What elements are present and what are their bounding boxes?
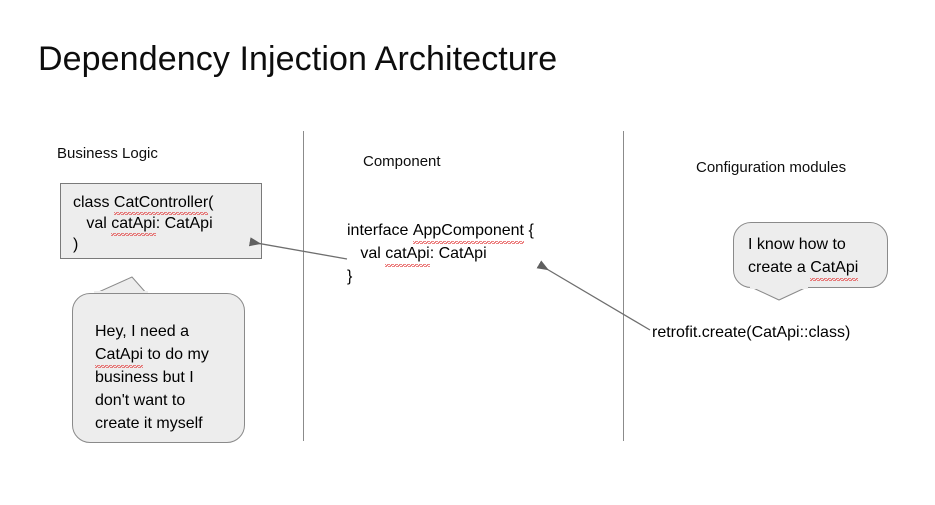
- bubble-token-catapi: CatApi: [95, 343, 144, 368]
- code-token-catapi-member: catApi: [385, 242, 431, 267]
- bubble-line-2-rest: to do my: [143, 346, 209, 363]
- code-token-open-paren: (: [208, 194, 214, 211]
- code-token-close-brace: }: [347, 268, 353, 285]
- column-divider-right: [623, 131, 624, 441]
- column-heading-configuration-modules: Configuration modules: [696, 159, 847, 176]
- code-indent-2: val: [347, 245, 386, 262]
- code-keyword-class: class: [73, 194, 114, 211]
- code-indent-1: val: [73, 215, 112, 232]
- speech-bubble-business-logic-text: Hey, I need a CatApi to do my business b…: [95, 320, 209, 435]
- speech-bubble-business-logic: Hey, I need a CatApi to do my business b…: [72, 293, 245, 443]
- code-app-component: interface AppComponent { val catApi: Cat…: [347, 219, 534, 288]
- code-box-cat-controller-text: class CatController( val catApi: CatApi …: [73, 192, 214, 255]
- bubble-line-5: create it myself: [95, 415, 203, 432]
- code-token-type-catapi: : CatApi: [155, 215, 213, 232]
- arrow-component-to-controller: [248, 237, 348, 260]
- column-heading-component: Component: [363, 153, 441, 170]
- speech-bubble-configuration-modules-tail: [750, 286, 808, 301]
- bubble-line-1: Hey, I need a: [95, 323, 189, 340]
- column-divider-left: [303, 131, 304, 441]
- code-token-catcontroller: CatController: [113, 194, 209, 215]
- code-box-cat-controller: class CatController( val catApi: CatApi …: [60, 183, 262, 259]
- speech-bubble-configuration-modules-text: I know how to create a CatApi: [748, 233, 859, 281]
- bubble-line-4: don't want to: [95, 392, 186, 409]
- code-keyword-interface: interface: [347, 222, 413, 239]
- code-retrofit-create: retrofit.create(CatApi::class): [652, 324, 851, 341]
- speech-bubble-configuration-modules: I know how to create a CatApi: [733, 222, 888, 288]
- arrow-retrofit-to-component: [536, 260, 651, 331]
- bubble-line-3: business but I: [95, 369, 194, 386]
- code-token-catapi-prop: catApi: [111, 215, 157, 236]
- page-title: Dependency Injection Architecture: [38, 40, 558, 78]
- code-token-appcomponent: AppComponent: [412, 219, 525, 244]
- code-token-open-brace: {: [524, 222, 534, 239]
- code-token-close-paren: ): [73, 236, 79, 253]
- code-token-type-catapi-2: : CatApi: [429, 245, 487, 262]
- column-heading-business-logic: Business Logic: [57, 145, 158, 162]
- config-bubble-line-2-prefix: create a: [748, 259, 811, 276]
- config-bubble-line-1: I know how to: [748, 236, 846, 253]
- config-bubble-token-catapi: CatApi: [810, 256, 859, 281]
